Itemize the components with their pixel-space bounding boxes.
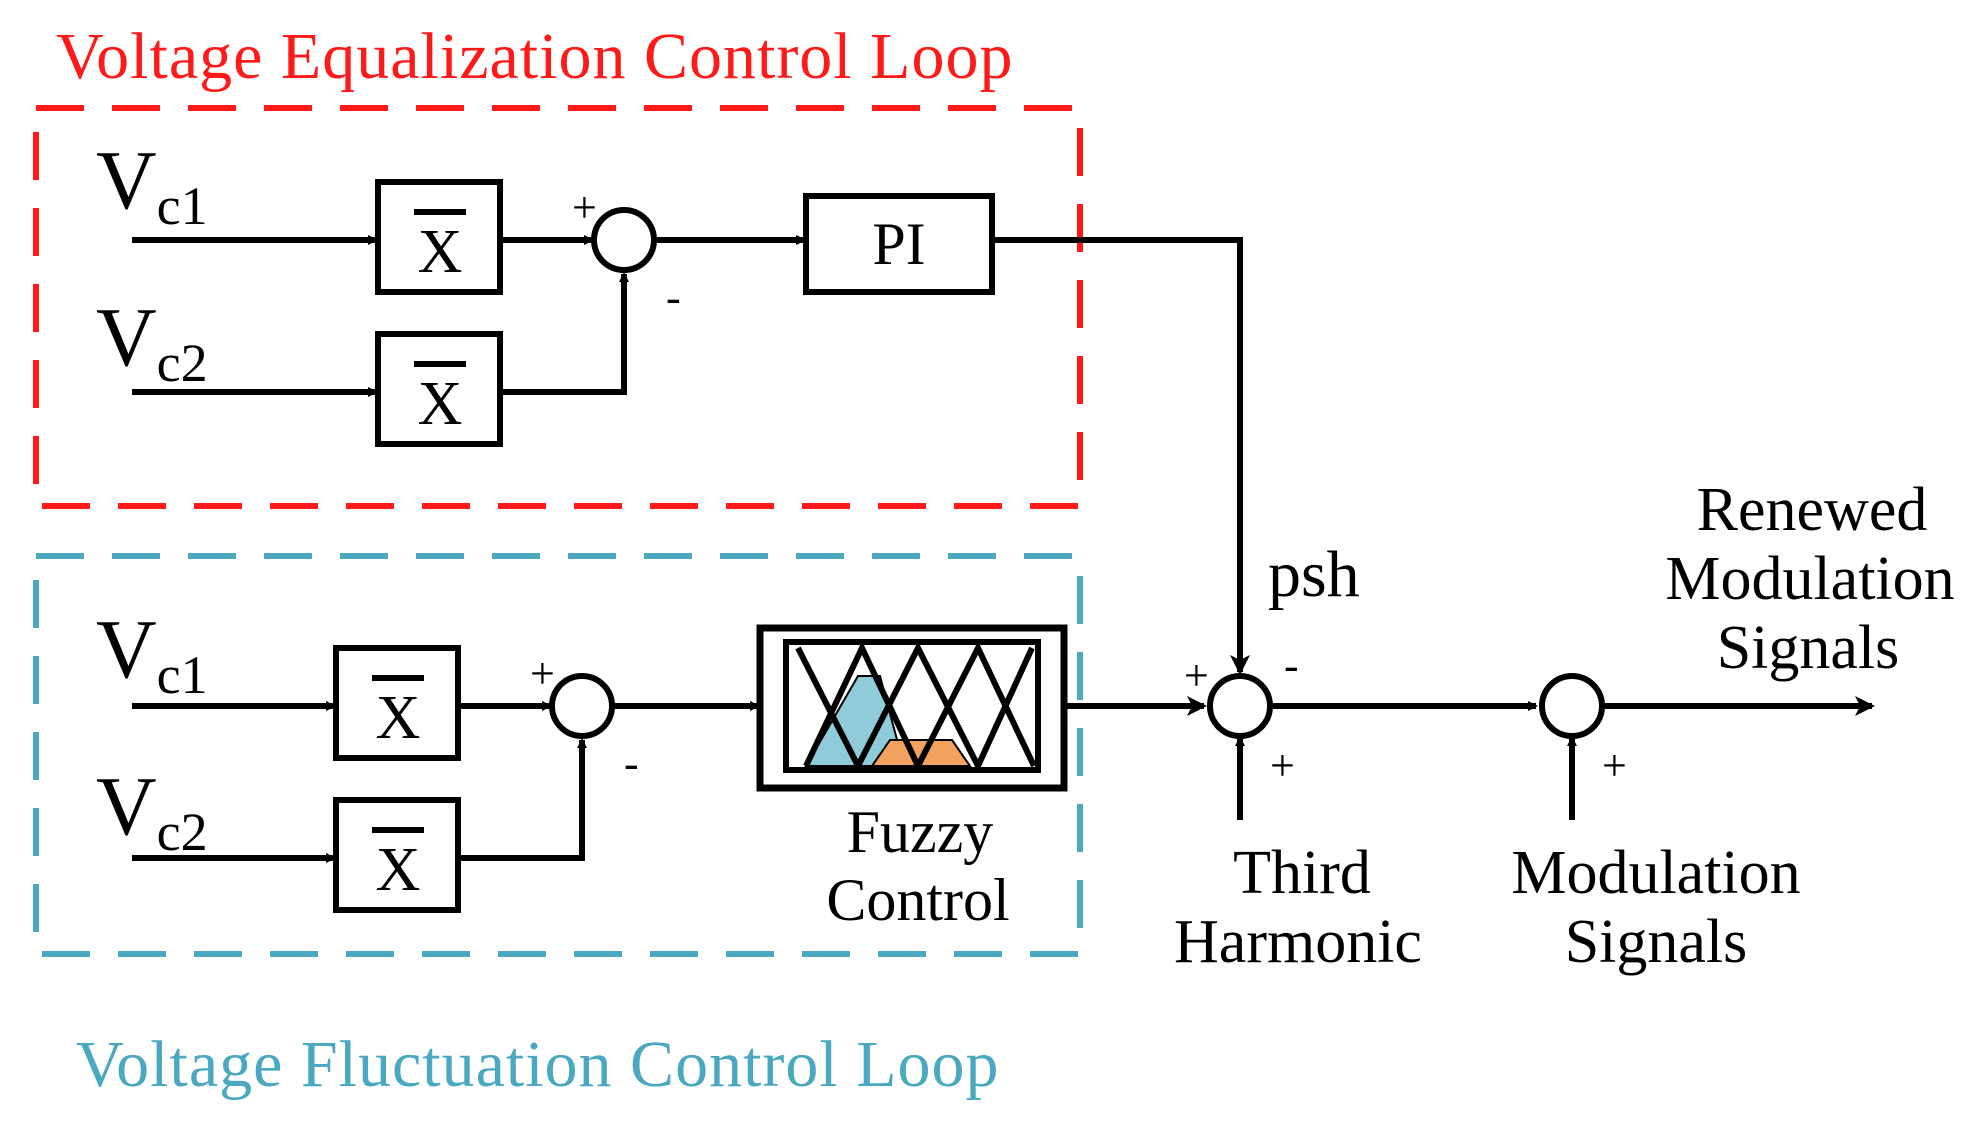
fuzzy-membership-orange (870, 739, 972, 767)
fl-input-vc1-label: Vc1 (96, 603, 208, 705)
pi-controller-label: PI (872, 211, 925, 277)
eq-input-vc1-label: Vc1 (96, 134, 208, 236)
pi-controller-block (803, 193, 995, 295)
output-summing-junction-1 (1207, 673, 1273, 739)
eq-input-vc2-label: Vc2 (96, 291, 208, 393)
fl-average-symbol-1: X (376, 684, 421, 752)
out-sum1-bottom-sign: + (1270, 741, 1295, 790)
fl-average-symbol-2: X (376, 836, 421, 904)
psh-label: psh (1268, 538, 1360, 611)
output-summing-junction-2 (1539, 673, 1605, 739)
renewed-label-line3: Signals (1717, 614, 1900, 682)
out-sum2-bottom-sign: + (1602, 741, 1627, 790)
renewed-label-line2: Modulation (1665, 545, 1954, 613)
eq-sum-minus: - (666, 273, 681, 322)
fuzzy-label-line1: Fuzzy (847, 799, 994, 865)
pi-output-wire (992, 237, 1250, 675)
out-sum1-left-sign: + (1184, 651, 1209, 700)
renewed-label-line1: Renewed (1697, 476, 1928, 544)
eq-average-symbol-1: X (418, 218, 463, 286)
out-sum1-top-sign: - (1284, 641, 1299, 690)
fl-sum-minus: - (624, 739, 639, 788)
fl-summing-junction (549, 673, 615, 739)
modulation-signals-label-line2: Signals (1565, 908, 1748, 976)
fluctuation-loop-frame (33, 553, 1083, 957)
eq-average-block-2 (375, 331, 503, 447)
third-harmonic-label-line1: Third (1233, 839, 1371, 907)
fl-sum-plus: + (530, 649, 555, 698)
eq-sum-plus: + (572, 183, 597, 232)
fuzzy-triangles (795, 641, 1035, 773)
equalization-loop-frame (33, 105, 1083, 509)
third-harmonic-label-line2: Harmonic (1174, 908, 1422, 976)
fluctuation-loop-title: Voltage Fluctuation Control Loop (76, 1028, 1000, 1101)
eq-average-symbol-2: X (418, 370, 463, 438)
eq-avg2-to-sum-wire (500, 272, 629, 395)
fl-input-vc2-label: Vc2 (96, 760, 208, 862)
fl-avg2-to-sum-wire (458, 738, 587, 861)
modulation-signals-label-line1: Modulation (1511, 839, 1800, 907)
eq-summing-junction (591, 207, 657, 273)
fuzzy-label-line2: Control (826, 867, 1009, 933)
fuzzy-controller-block (756, 624, 1068, 792)
equalization-loop-title: Voltage Equalization Control Loop (56, 20, 1013, 93)
